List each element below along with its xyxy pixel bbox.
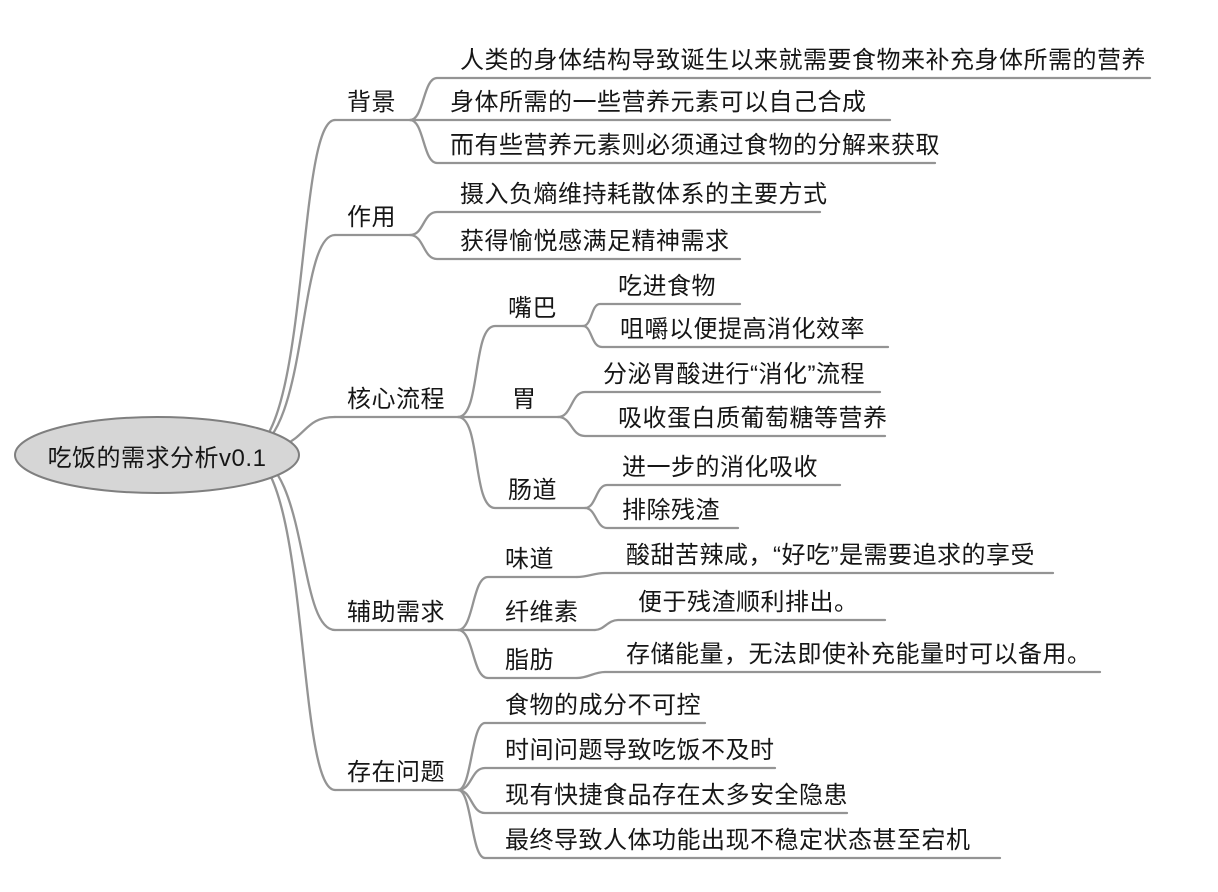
leaf-problem-1[interactable]: 食物的成分不可控: [505, 692, 701, 719]
leaf-function-2[interactable]: 获得愉悦感满足精神需求: [460, 228, 730, 255]
connector: [456, 721, 707, 792]
root-ellipse: [14, 416, 300, 494]
leaf-intestine-1[interactable]: 进一步的消化吸收: [622, 454, 818, 481]
connector: [575, 670, 1102, 680]
branch-background[interactable]: 背景: [347, 89, 396, 116]
node-fiber[interactable]: 纤维素: [505, 599, 579, 626]
connector: [583, 506, 740, 530]
connector: [243, 118, 337, 454]
leaf-mouth-2[interactable]: 咀嚼以便提高消化效率: [620, 316, 865, 343]
connector: [456, 575, 579, 632]
connector: [408, 233, 742, 261]
node-intestine[interactable]: 肠道: [508, 477, 557, 504]
leaf-taste-1[interactable]: 酸甜苦辣咸，“好吃”是需要追求的享受: [626, 542, 1035, 569]
leaf-intestine-2[interactable]: 排除残渣: [622, 497, 720, 524]
connector: [408, 76, 1152, 122]
connector: [456, 766, 777, 792]
leaf-stomach-1[interactable]: 分泌胃酸进行“消化”流程: [603, 361, 865, 388]
root-node[interactable]: 吃饭的需求分析v0.1: [47, 444, 267, 472]
node-stomach[interactable]: 胃: [512, 386, 537, 413]
leaf-background-1[interactable]: 人类的身体结构导致诞生以来就需要食物来补充身体所需的营养: [460, 47, 1146, 74]
leaf-background-2[interactable]: 身体所需的一些营养元素可以自己合成: [450, 89, 867, 116]
connector: [556, 415, 887, 438]
leaf-background-3[interactable]: 而有些营养元素则必须通过食物的分解来获取: [450, 132, 940, 159]
connector: [456, 788, 1002, 860]
node-mouth[interactable]: 嘴巴: [508, 295, 557, 322]
leaf-stomach-2[interactable]: 吸收蛋白质葡萄糖等营养: [618, 405, 888, 432]
connector: [593, 618, 887, 632]
leaf-problem-3[interactable]: 现有快捷食品存在太多安全隐患: [505, 782, 848, 809]
leaf-fiber-1[interactable]: 便于残渣顺利排出。: [638, 589, 859, 616]
connector: [408, 210, 822, 237]
leaf-function-1[interactable]: 摄入负熵维持耗散体系的主要方式: [460, 181, 828, 208]
connector: [456, 324, 585, 419]
leaf-problem-4[interactable]: 最终导致人体功能出现不稳定状态甚至宕机: [505, 827, 971, 854]
leaf-mouth-1[interactable]: 吃进食物: [618, 273, 716, 300]
connector: [581, 324, 890, 349]
connector: [556, 390, 882, 419]
leaf-fat-1[interactable]: 存储能量，无法即使补充能量时可以备用。: [626, 641, 1092, 668]
connector: [583, 483, 842, 510]
branch-function[interactable]: 作用: [347, 204, 396, 231]
connector: [575, 571, 1055, 579]
node-fat[interactable]: 脂肪: [505, 647, 554, 674]
branch-core-process[interactable]: 核心流程: [347, 386, 445, 413]
connector: [408, 118, 937, 165]
branch-auxiliary-needs[interactable]: 辅助需求: [347, 599, 445, 626]
connector: [456, 415, 587, 510]
branch-problems[interactable]: 存在问题: [347, 759, 445, 786]
leaf-problem-2[interactable]: 时间问题导致吃饭不及时: [505, 737, 775, 764]
node-taste[interactable]: 味道: [505, 546, 554, 573]
connector: [581, 302, 742, 328]
connector: [456, 628, 579, 680]
